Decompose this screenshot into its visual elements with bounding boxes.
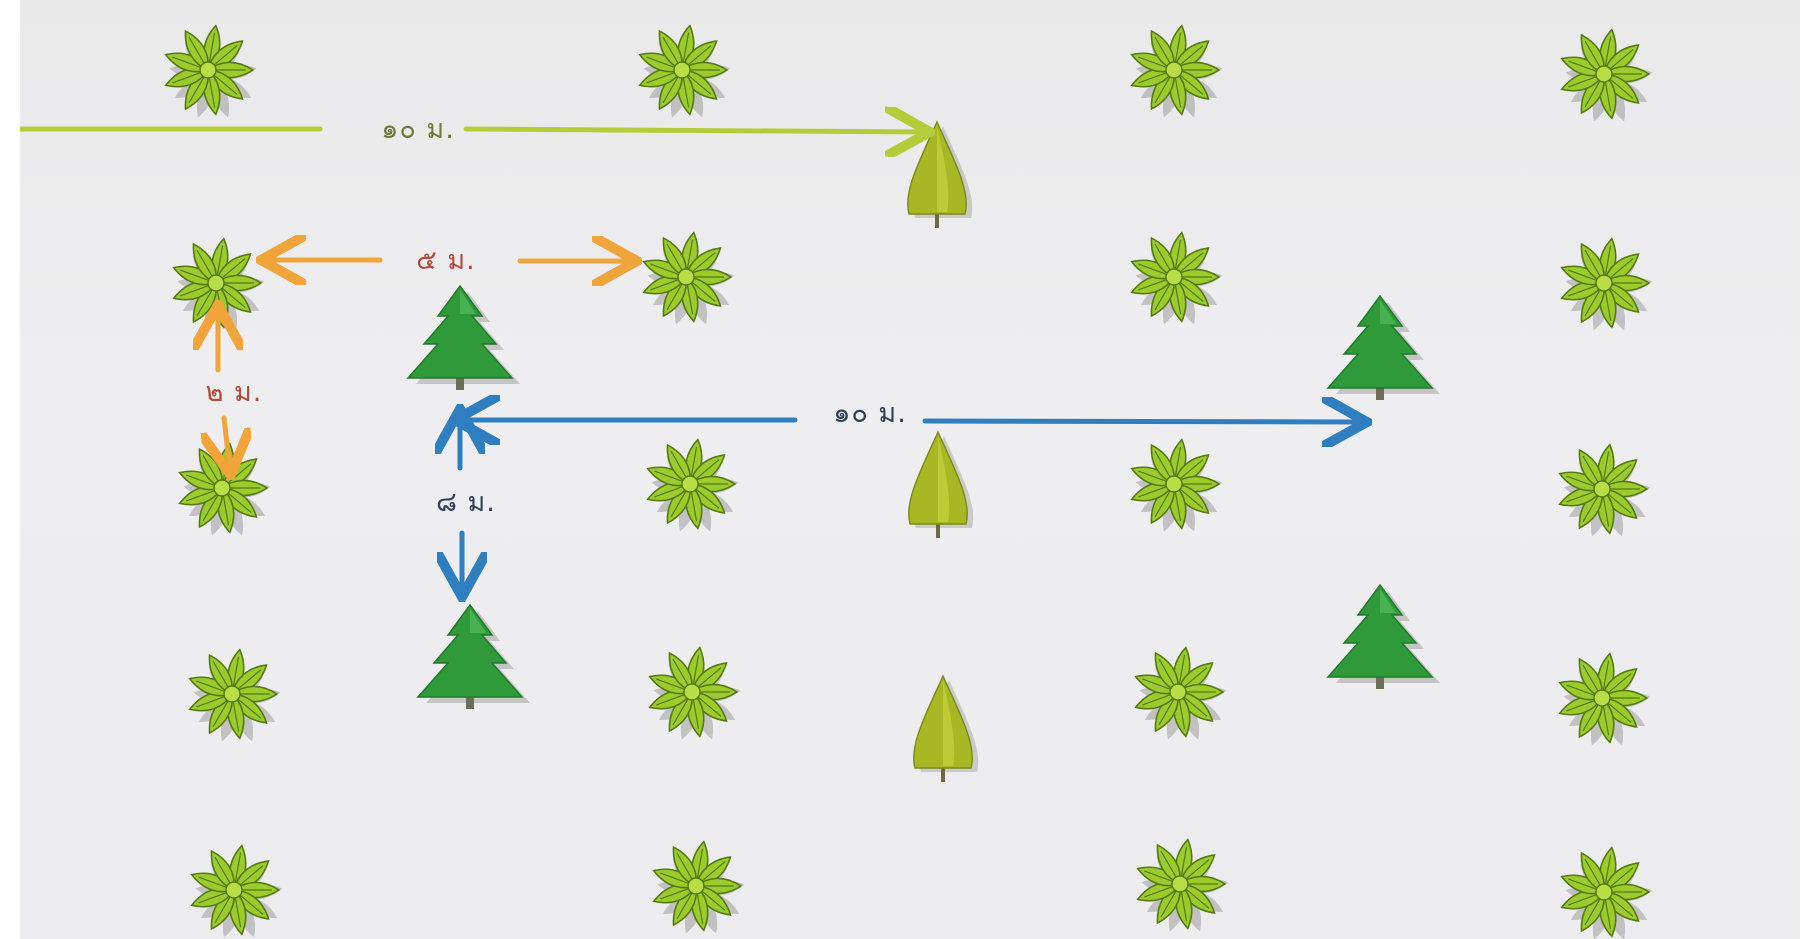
measurement-arrow <box>224 415 230 470</box>
palm-plant-icon <box>638 24 731 118</box>
planting-diagram <box>20 24 1653 939</box>
palm-plant-icon <box>1560 237 1653 331</box>
palm-plant-icon <box>188 648 281 742</box>
pine-tree-icon <box>1326 294 1440 400</box>
measurement-arrow <box>922 421 1362 422</box>
palm-plant-icon <box>642 231 735 325</box>
pine-row-spacing-label: ๑๐ ม. <box>833 398 907 429</box>
plants-layer <box>164 24 1653 939</box>
palm-column-spacing-label: ๒ ม. <box>205 377 263 408</box>
planting-layout-board: ๑๐ ม. ๕ ม. ๒ ม. ๑๐ ม. ๘ ม. <box>20 0 1800 939</box>
palm-plant-icon <box>1560 846 1653 939</box>
palm-row-spacing-label: ๕ ม. <box>416 245 476 276</box>
palm-plant-icon <box>1130 438 1223 532</box>
pine-tree-icon <box>406 284 520 390</box>
palm-plant-icon <box>1134 646 1227 740</box>
cypress-tree-icon <box>908 430 974 538</box>
palm-plant-icon <box>1560 28 1653 122</box>
measurement-arrows-layer <box>20 129 1362 592</box>
palm-plant-icon <box>178 442 271 536</box>
palm-plant-icon <box>652 840 745 934</box>
top-spacing-label: ๑๐ ม. <box>381 114 455 145</box>
palm-plant-icon <box>1558 652 1651 746</box>
cypress-tree-icon <box>907 120 973 228</box>
palm-plant-icon <box>646 438 739 532</box>
palm-plant-icon <box>1130 24 1223 118</box>
pine-tree-icon <box>416 603 530 709</box>
palm-plant-icon <box>164 24 257 118</box>
palm-plant-icon <box>1136 838 1229 932</box>
palm-plant-icon <box>1558 443 1651 537</box>
measurement-arrow <box>463 129 925 132</box>
palm-plant-icon <box>190 844 283 938</box>
pine-column-spacing-label: ๘ ม. <box>436 487 496 518</box>
palm-plant-icon <box>648 646 741 740</box>
palm-plant-icon <box>1130 231 1223 325</box>
pine-tree-icon <box>1326 583 1440 689</box>
cypress-tree-icon <box>913 674 979 782</box>
